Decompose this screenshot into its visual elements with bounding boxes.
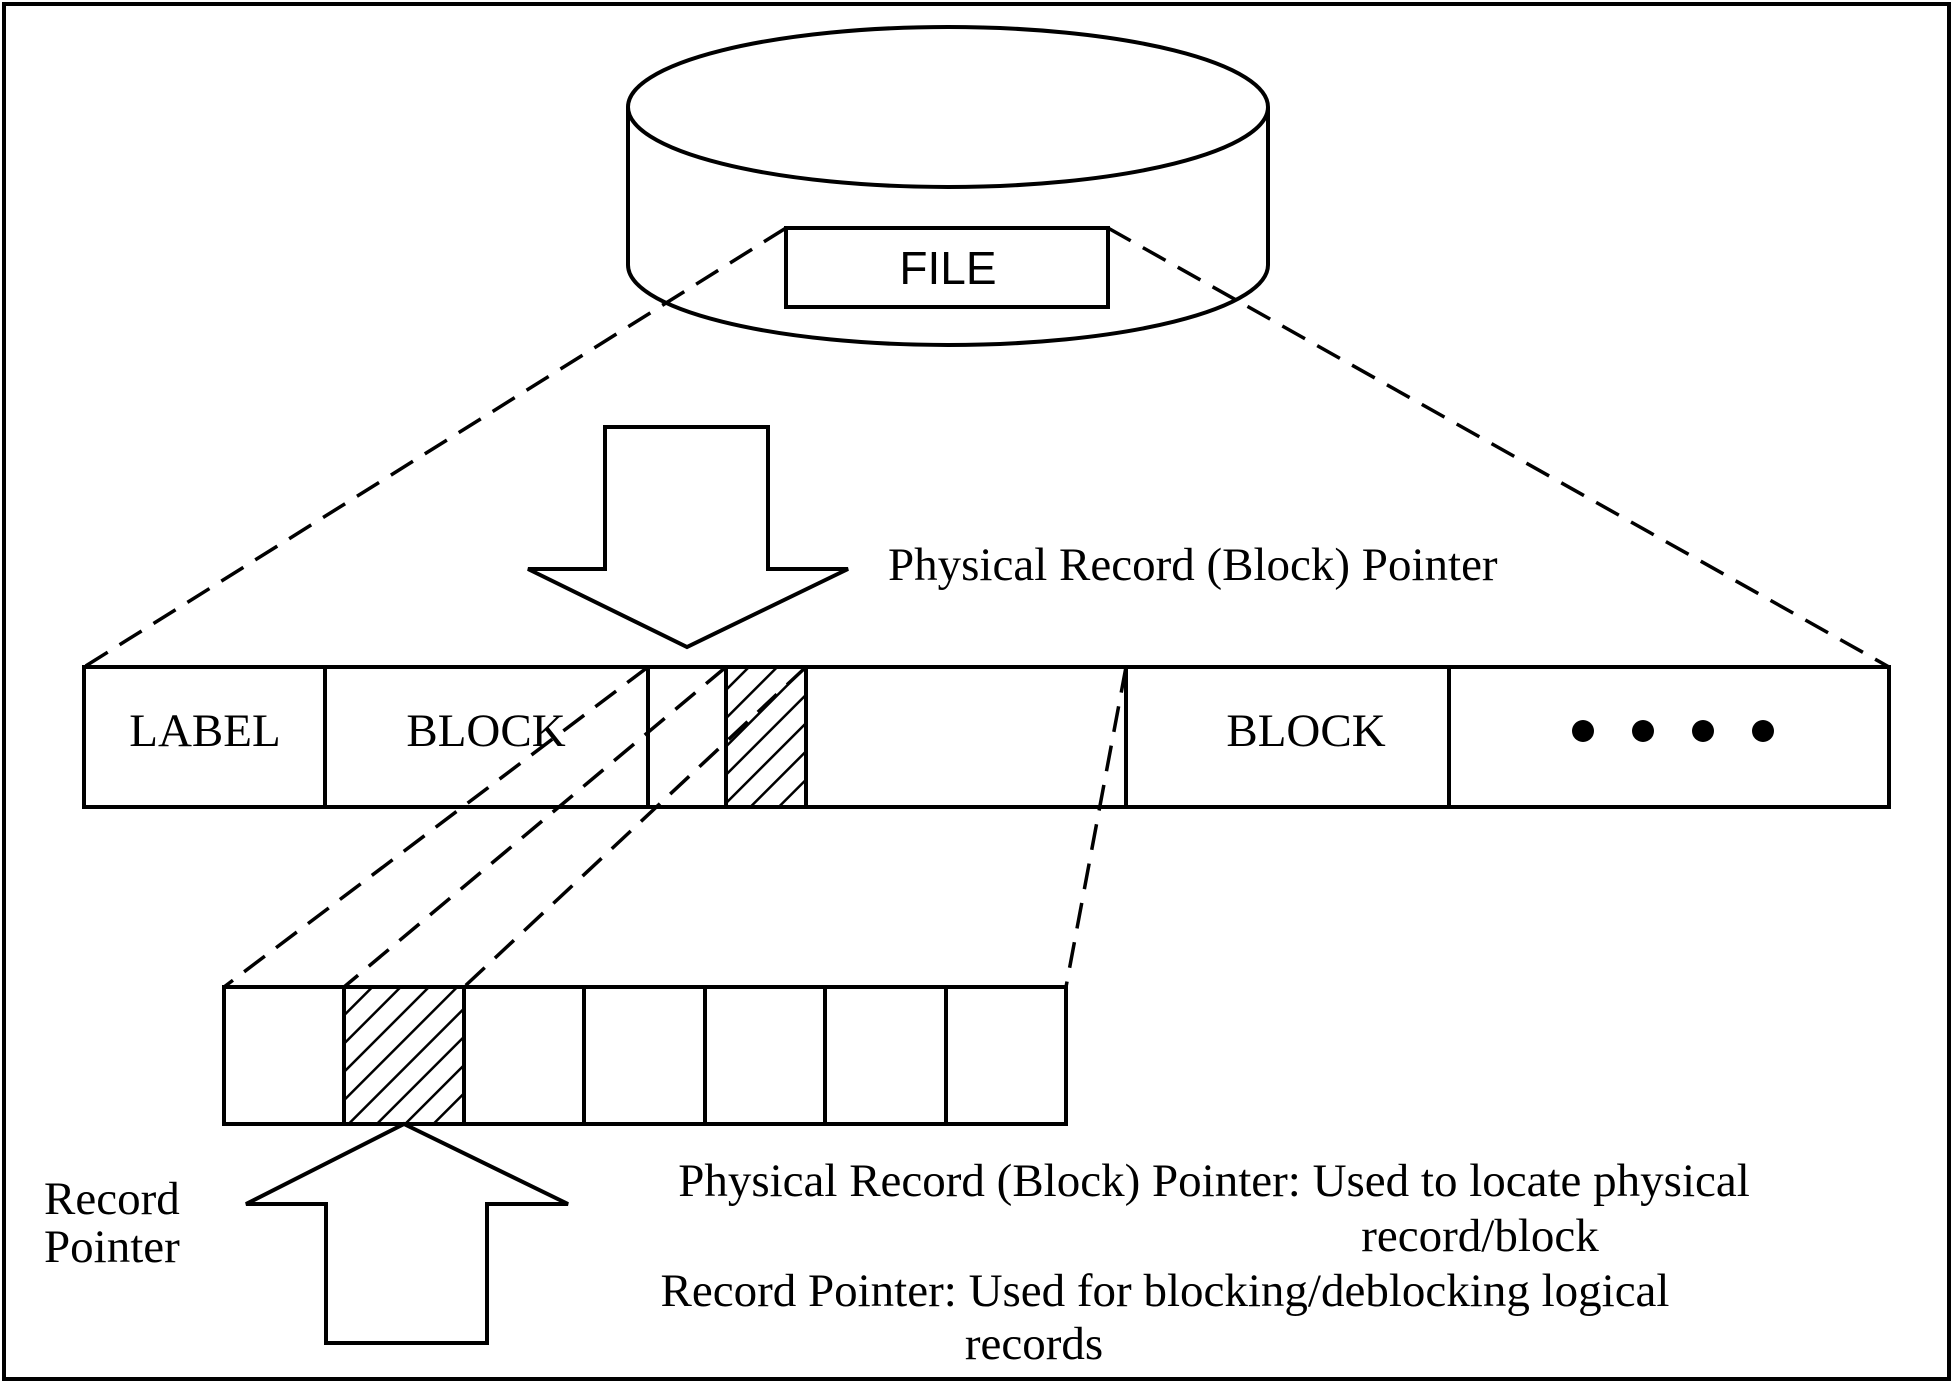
record-strip bbox=[222, 985, 1068, 1126]
selected-block-cell bbox=[724, 665, 808, 809]
legend-physical-line1: Physical Record (Block) Pointer: Used to… bbox=[678, 1155, 1750, 1207]
legend-physical-line2: record/block bbox=[1361, 1210, 1599, 1262]
physical-pointer-label: Physical Record (Block) Pointer bbox=[888, 539, 1498, 591]
physical-pointer-arrow bbox=[527, 425, 849, 650]
expansion-lines-file bbox=[83, 226, 1890, 669]
block-cell-2-text: BLOCK bbox=[1226, 705, 1385, 757]
file-box: FILE bbox=[784, 226, 1110, 309]
label-cell-text: LABEL bbox=[129, 705, 280, 757]
record-pointer-arrow bbox=[245, 1121, 569, 1345]
tape-strip: LABEL BLOCK BLOCK bbox=[82, 665, 1891, 809]
legend-record-line2: records bbox=[965, 1318, 1103, 1370]
expansion-lines-block bbox=[222, 665, 1128, 989]
selected-record-cell bbox=[342, 985, 466, 1126]
file-label: FILE bbox=[899, 242, 996, 294]
continuation-dots bbox=[1572, 720, 1774, 742]
legend-record-line1: Record Pointer: Used for blocking/debloc… bbox=[661, 1265, 1670, 1317]
legend: Physical Record (Block) Pointer: Used to… bbox=[661, 1155, 1750, 1370]
record-pointer-label-line2: Pointer bbox=[44, 1221, 180, 1273]
record-pointer-label-line1: Record bbox=[44, 1173, 180, 1225]
